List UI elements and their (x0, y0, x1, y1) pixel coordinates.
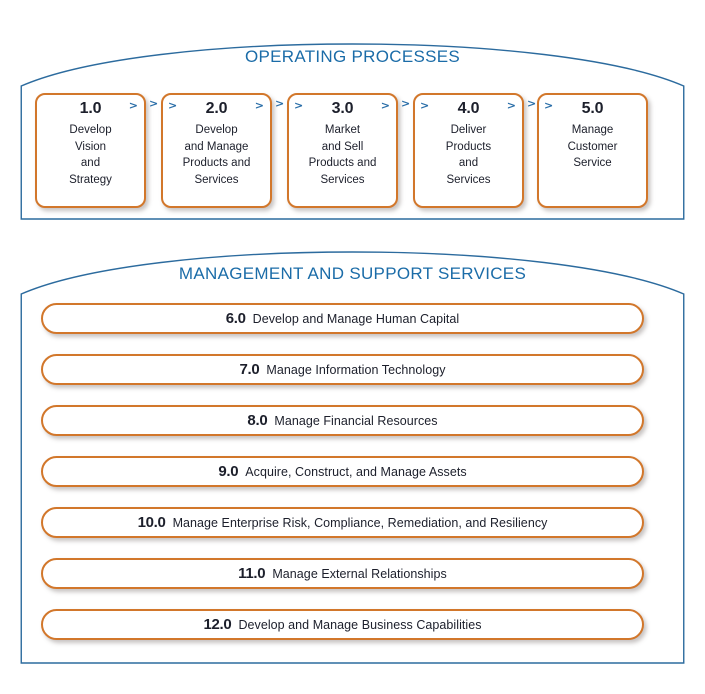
process-box-3-0[interactable]: 3.0 Market and Sell Products and Service… (287, 93, 398, 208)
support-bar-7-0-number: 7.0 (239, 361, 260, 378)
support-bar-8-0-number: 8.0 (247, 412, 268, 429)
process-box-5-0[interactable]: 5.0 Manage Customer Service > (537, 93, 648, 208)
process-box-1-0[interactable]: 1.0 Develop Vision and Strategy > (35, 93, 146, 208)
process-box-3-0-label: Market and Sell Products and Services (308, 124, 377, 186)
flow-arrow-icon: > (401, 97, 411, 110)
process-box-4-0-label: Deliver Products and Services (445, 124, 492, 186)
support-bar-6-0[interactable]: 6.0 Develop and Manage Human Capital (41, 303, 644, 334)
flow-arrow-icon: > (380, 99, 390, 112)
process-box-2-0-label: Develop and Manage Products and Services (182, 124, 251, 186)
process-box-2-0-number: 2.0 (205, 100, 228, 117)
support-bar-10-0-label: Manage Enterprise Risk, Compliance, Reme… (172, 515, 548, 530)
flow-arrow-icon: > (506, 99, 516, 112)
support-bar-6-0-label: Develop and Manage Human Capital (252, 311, 460, 326)
flow-arrow-icon: > (254, 99, 264, 112)
support-bar-9-0-label: Acquire, Construct, and Manage Assets (245, 464, 467, 479)
process-box-2-0[interactable]: 2.0 Develop and Manage Products and Serv… (161, 93, 272, 208)
support-bar-10-0-number: 10.0 (137, 514, 166, 531)
support-bar-12-0[interactable]: 12.0 Develop and Manage Business Capabil… (41, 609, 644, 640)
flow-arrow-icon: > (149, 97, 159, 110)
flow-arrow-icon: > (294, 99, 304, 112)
support-bar-11-0[interactable]: 11.0 Manage External Relationships (41, 558, 644, 589)
support-bar-12-0-label: Develop and Manage Business Capabilities (238, 617, 482, 632)
process-box-4-0[interactable]: 4.0 Deliver Products and Services > > (413, 93, 524, 208)
process-box-3-0-number: 3.0 (331, 100, 354, 117)
flow-arrow-icon: > (168, 99, 178, 112)
flow-arrow-icon: > (527, 97, 537, 110)
operating-processes-row: 1.0 Develop Vision and Strategy > > 2.0 … (35, 93, 648, 208)
support-bar-6-0-number: 6.0 (225, 310, 246, 327)
flow-arrow-icon: > (128, 99, 138, 112)
flow-arrow-icon: > (420, 99, 430, 112)
flow-arrow-icon: > (544, 99, 554, 112)
support-bar-8-0-label: Manage Financial Resources (274, 413, 438, 428)
management-support-title: MANAGEMENT AND SUPPORT SERVICES (178, 264, 527, 283)
flow-arrow-icon: > (275, 97, 285, 110)
process-box-1-0-number: 1.0 (79, 100, 102, 117)
support-bar-10-0[interactable]: 10.0 Manage Enterprise Risk, Compliance,… (41, 507, 644, 538)
support-bar-9-0[interactable]: 9.0 Acquire, Construct, and Manage Asset… (41, 456, 644, 487)
management-support-bar-list: 6.0 Develop and Manage Human Capital 7.0… (41, 303, 644, 640)
support-bar-11-0-number: 11.0 (238, 565, 266, 582)
support-bar-8-0[interactable]: 8.0 Manage Financial Resources (41, 405, 644, 436)
process-box-5-0-label: Manage Customer Service (567, 124, 618, 169)
support-bar-7-0-label: Manage Information Technology (266, 362, 446, 377)
process-box-5-0-number: 5.0 (581, 100, 604, 117)
process-box-4-0-number: 4.0 (457, 100, 480, 117)
support-bar-9-0-number: 9.0 (218, 463, 239, 480)
support-bar-12-0-number: 12.0 (203, 616, 232, 633)
process-box-1-0-label: Develop Vision and Strategy (69, 124, 112, 186)
support-bar-7-0[interactable]: 7.0 Manage Information Technology (41, 354, 644, 385)
support-bar-11-0-label: Manage External Relationships (272, 566, 447, 581)
operating-processes-title: OPERATING PROCESSES (244, 47, 461, 66)
